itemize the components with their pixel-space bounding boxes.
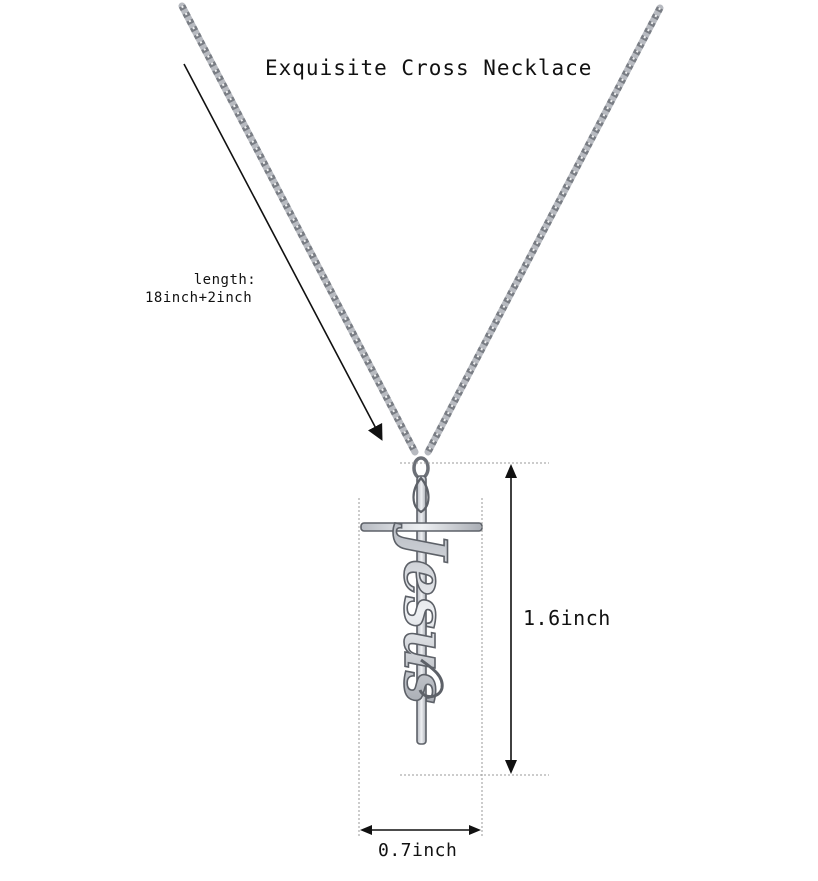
width-label: 0.7inch <box>378 840 458 861</box>
chain-right <box>424 4 664 456</box>
height-label: 1.6inch <box>523 606 611 630</box>
length-label: length: <box>193 272 257 288</box>
length-value: 18inch+2inch <box>145 290 253 306</box>
pendant-lettering: Jesus <box>391 522 459 704</box>
double-arrow-vertical-icon <box>505 464 517 774</box>
double-arrow-horizontal-icon <box>360 825 481 835</box>
bail-ring <box>412 456 430 480</box>
arrow-down-right-icon <box>183 63 383 441</box>
chain-left <box>178 2 419 456</box>
product-title: Exquisite Cross Necklace <box>265 56 593 80</box>
cross-pendant: Jesus <box>360 475 483 745</box>
width-guides <box>358 498 483 836</box>
height-guides <box>400 462 549 776</box>
